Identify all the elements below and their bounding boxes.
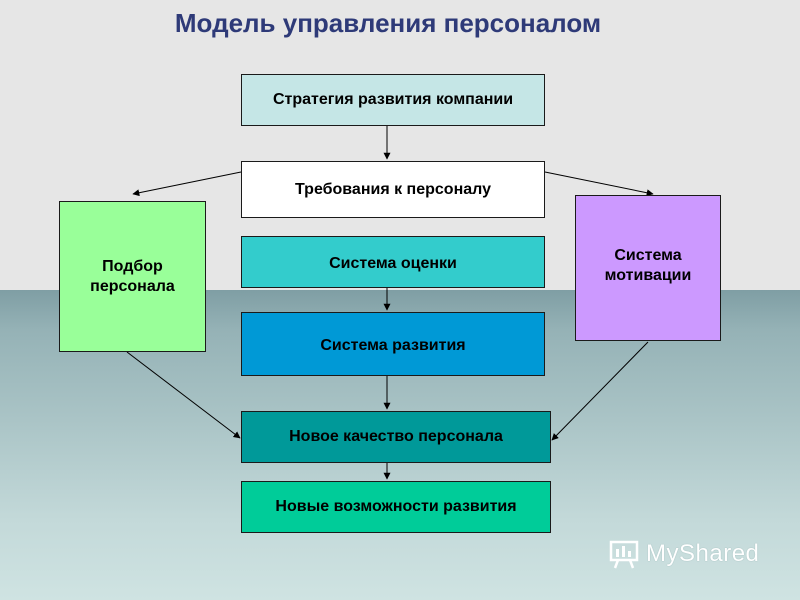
box-selection: Подбор персонала [59,201,206,352]
box-strategy-label: Стратегия развития компании [272,91,514,108]
watermark-text: MyShared [646,540,760,567]
arrow-requirements-to-selection [132,171,242,197]
arrow-selection-to-quality [126,351,241,439]
box-strategy: Стратегия развития компании [241,74,545,126]
box-development-label: Система развития [320,337,466,354]
box-new-opportunities: Новые возможности развития [241,481,551,533]
box-motivation: Система мотивации [575,195,721,341]
box-new-quality-label: Новое качество персонала [289,428,503,445]
box-new-opportunities-label: Новые возможности развития [275,498,517,515]
page-title: Модель управления персоналом [174,8,602,38]
box-requirements: Требования к персоналу [241,161,545,218]
box-selection-label: Подбор персонала [90,257,175,295]
arrow-motivation-to-quality [551,341,649,441]
presentation-board-icon [609,540,639,569]
watermark-logo: MyShared [608,536,778,572]
box-motivation-label: Система мотивации [604,247,692,284]
box-new-quality: Новое качество персонала [241,411,551,463]
box-requirements-label: Требования к персоналу [295,180,491,198]
box-evaluation-label: Система оценки [329,255,457,272]
arrow-requirements-to-motivation [544,171,654,197]
box-evaluation: Система оценки [241,236,545,288]
box-development: Система развития [241,312,545,376]
